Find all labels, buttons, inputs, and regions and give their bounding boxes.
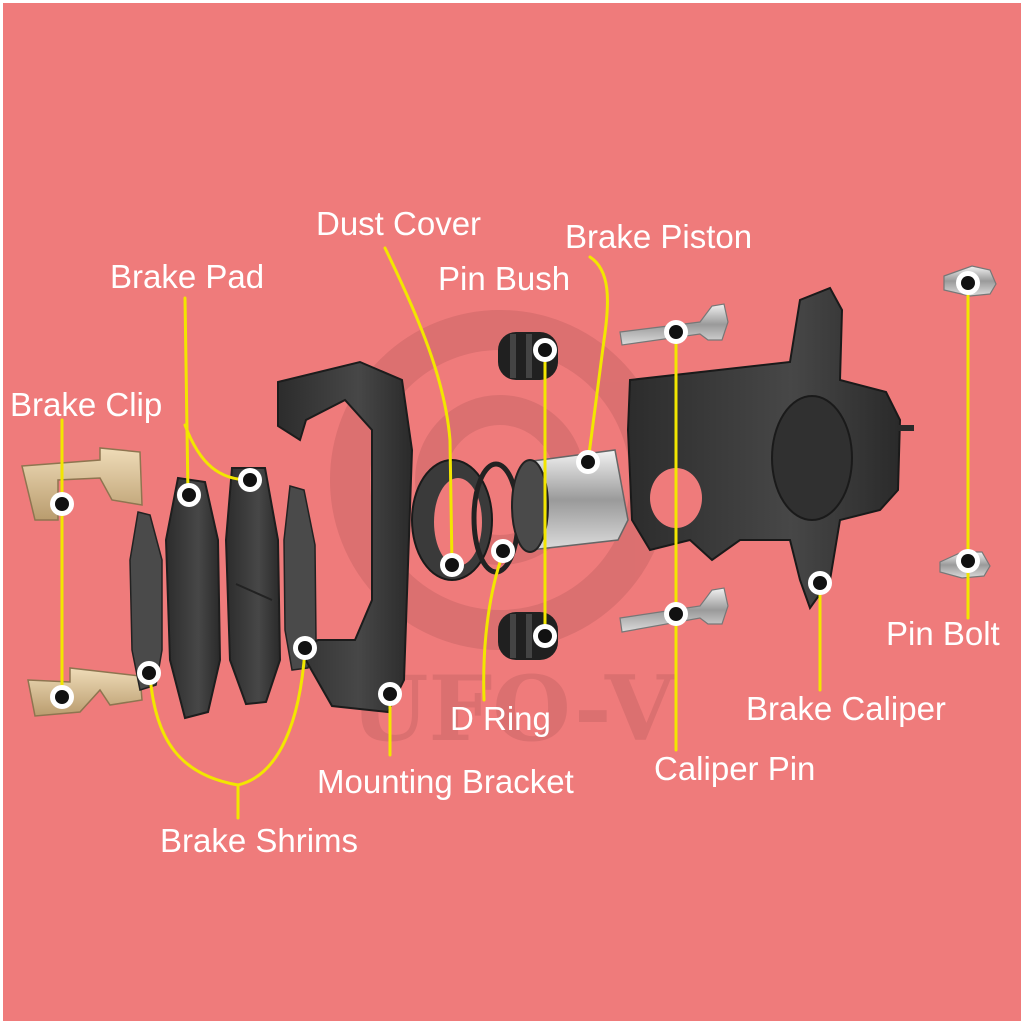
label-dust-cover: Dust Cover <box>316 205 481 242</box>
label-brake-piston: Brake Piston <box>565 218 752 255</box>
leader-dust-cover <box>383 246 454 567</box>
marker-brake-caliper <box>808 571 832 595</box>
marker-caliper-pin-bottom <box>664 602 688 626</box>
label-brake-pad: Brake Pad <box>110 258 264 295</box>
brake-pad-left-part <box>164 476 222 720</box>
marker-brake-pad-left <box>177 483 201 507</box>
leader-brake-pad-1 <box>183 296 190 497</box>
marker-caliper-pin-top <box>664 320 688 344</box>
part-labels: Dust Cover Brake Piston Brake Pad Pin Bu… <box>10 205 1000 859</box>
label-brake-clip: Brake Clip <box>10 386 162 423</box>
label-brake-caliper: Brake Caliper <box>746 690 946 727</box>
marker-dots <box>50 271 980 709</box>
brake-shim-left-part <box>129 511 163 691</box>
label-pin-bolt: Pin Bolt <box>886 615 1000 652</box>
marker-brake-shim-right <box>293 636 317 660</box>
label-d-ring: D Ring <box>450 700 551 737</box>
brake-caliper-exploded-diagram: UFO-V <box>10 205 1000 859</box>
marker-pin-bolt-bottom <box>956 549 980 573</box>
label-mounting-bracket: Mounting Bracket <box>317 763 574 800</box>
marker-brake-piston <box>576 450 600 474</box>
marker-d-ring <box>491 539 515 563</box>
marker-pin-bush-top <box>533 338 557 362</box>
leader-d-ring <box>482 551 505 702</box>
brake-pad-right-part <box>224 467 282 706</box>
marker-mounting-bracket <box>378 682 402 706</box>
marker-brake-pad-right <box>238 468 262 492</box>
marker-brake-shim-left <box>137 661 161 685</box>
marker-pin-bolt-top <box>956 271 980 295</box>
label-caliper-pin: Caliper Pin <box>654 750 815 787</box>
brake-shim-right-part <box>283 485 317 671</box>
marker-dust-cover <box>440 553 464 577</box>
pin-bush-bottom-part <box>498 612 558 660</box>
label-brake-shrims: Brake Shrims <box>160 822 358 859</box>
brake-clip-bottom-part <box>27 667 143 717</box>
leader-brake-piston <box>586 255 609 464</box>
marker-pin-bush-bottom <box>533 624 557 648</box>
leader-brake-shrims <box>148 648 307 820</box>
marker-brake-clip-top <box>50 492 74 516</box>
diagram-canvas: UFO-V <box>3 3 1021 1021</box>
label-pin-bush: Pin Bush <box>438 260 570 297</box>
brake-clip-top-part <box>21 447 143 521</box>
caliper-pin-top-part <box>619 303 729 346</box>
marker-brake-clip-bottom <box>50 685 74 709</box>
mounting-bracket-part <box>277 360 414 714</box>
brake-piston-part <box>511 449 629 553</box>
